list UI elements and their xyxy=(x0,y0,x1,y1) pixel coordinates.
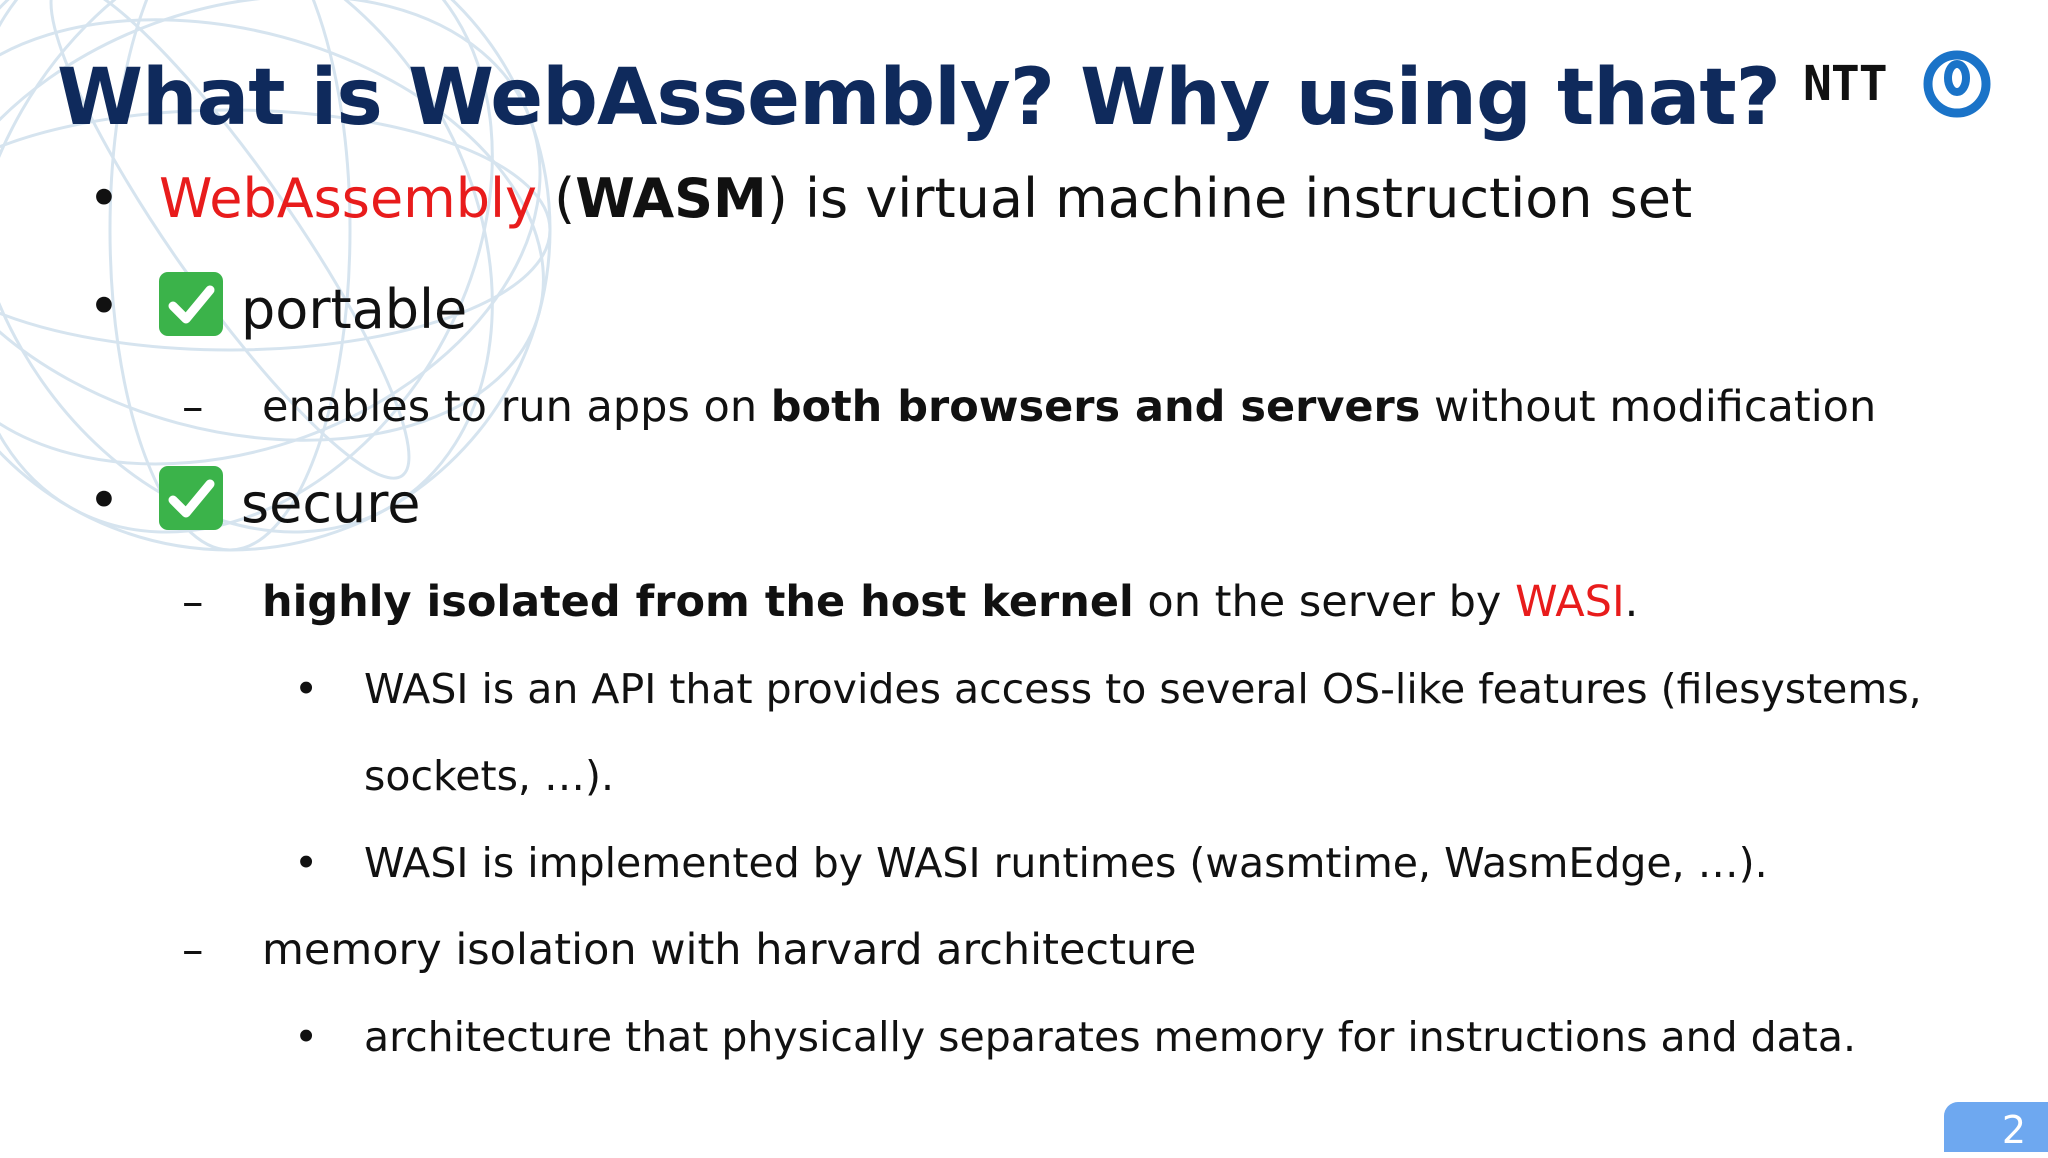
subbullet-host-isolation: highly isolated from the host kernel on … xyxy=(262,572,1638,632)
dash-marker: – xyxy=(182,577,204,627)
slide-title: What is WebAssembly? Why using that? xyxy=(57,53,1781,143)
globe-background-graphic xyxy=(0,0,552,552)
definition-text: ) is virtual machine instruction set xyxy=(766,167,1693,230)
text-segment: on the server by xyxy=(1133,577,1516,627)
bullet-secure: secure xyxy=(159,466,421,539)
wasm-abbr: WASM xyxy=(575,167,767,230)
subsub-wasi-runtimes: WASI is implemented by WASI runtimes (wa… xyxy=(364,839,1768,887)
text-segment: enables to run apps on xyxy=(262,382,771,432)
bullet-marker: • xyxy=(294,665,319,713)
bullet-marker: • xyxy=(88,275,120,338)
logo-text: NTT xyxy=(1803,56,1888,112)
secure-label: secure xyxy=(241,472,421,535)
bold-segment: both browsers and servers xyxy=(770,382,1421,432)
text-segment: without modification xyxy=(1420,382,1877,432)
wasi-term: WASI xyxy=(1515,577,1625,627)
webassembly-term: WebAssembly xyxy=(159,167,537,230)
dash-marker: – xyxy=(182,382,204,432)
page-number-badge: 2 xyxy=(1944,1102,2048,1152)
bullet-marker: • xyxy=(88,167,120,230)
subsub-harvard-architecture: architecture that physically separates m… xyxy=(364,1013,1857,1061)
bullet-wasm-definition: WebAssembly (WASM) is virtual machine in… xyxy=(159,164,1692,234)
open-paren: ( xyxy=(537,167,576,230)
subsub-wasi-api-line1: WASI is an API that provides access to s… xyxy=(364,665,1922,713)
bullet-marker: • xyxy=(88,469,120,532)
bullet-marker: • xyxy=(294,1013,319,1061)
ntt-ring-icon xyxy=(1923,50,1991,118)
subbullet-browsers-servers: enables to run apps on both browsers and… xyxy=(262,377,1876,437)
check-mark-button-icon xyxy=(159,466,223,530)
dash-marker: – xyxy=(182,925,204,975)
text-segment: . xyxy=(1624,577,1639,627)
portable-label: portable xyxy=(241,278,468,341)
check-mark-button-icon xyxy=(159,272,223,336)
subsub-wasi-api-line2: sockets, …). xyxy=(364,752,615,800)
bold-segment: highly isolated from the host kernel xyxy=(262,577,1134,627)
subbullet-memory-isolation: memory isolation with harvard architectu… xyxy=(262,925,1197,975)
bullet-portable: portable xyxy=(159,272,467,345)
bullet-marker: • xyxy=(294,839,319,887)
